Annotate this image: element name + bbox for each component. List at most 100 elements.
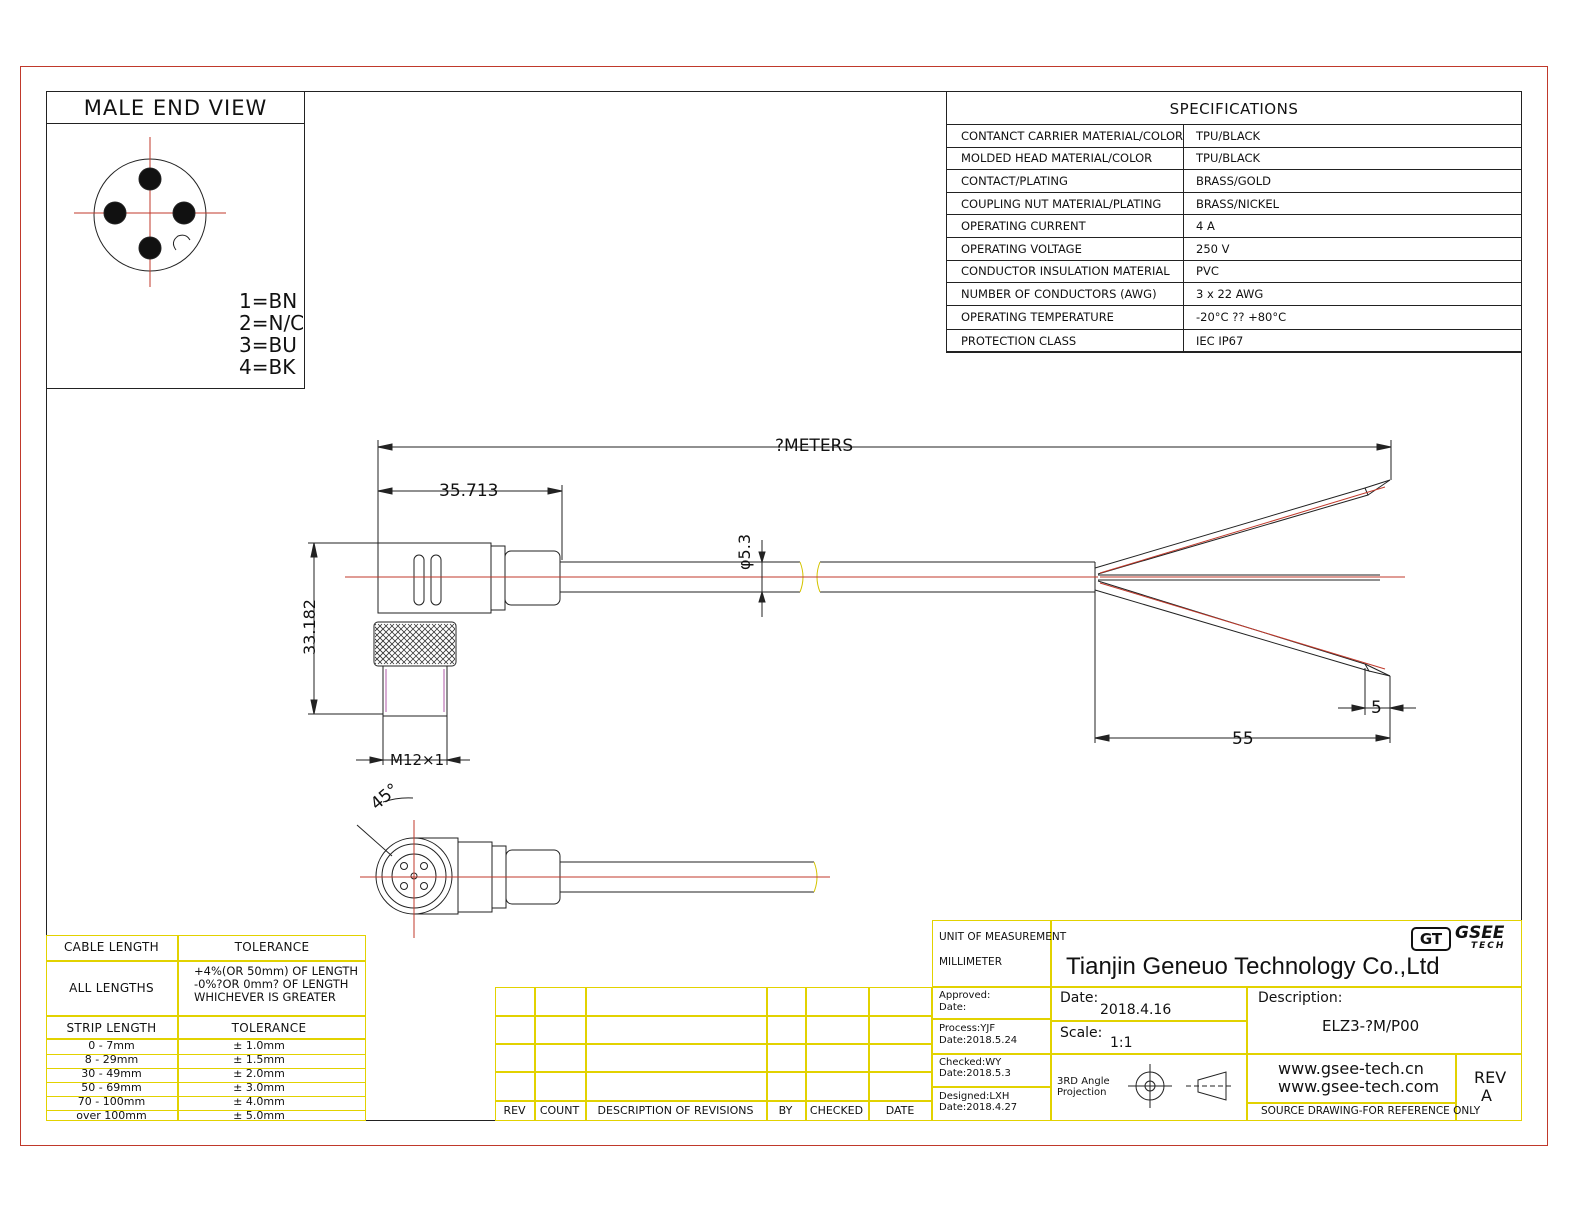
strip-tol: ± 5.0mm: [233, 1109, 285, 1122]
tb-div-v3: [1455, 1053, 1457, 1121]
pin-2: [103, 201, 127, 225]
tolerance-divider-h1: [46, 960, 366, 962]
rev-col-divider: [868, 987, 870, 1121]
cable-length-header: CABLE LENGTH: [64, 940, 159, 954]
rev-col-divider: [585, 987, 587, 1121]
spec-label: COUPLING NUT MATERIAL/PLATING: [945, 191, 1185, 216]
process-date: Date:2018.5.24: [939, 1035, 1018, 1046]
strip-range: 30 - 49mm: [81, 1067, 142, 1080]
knurl-line: [375, 623, 377, 626]
rev-header: COUNT: [539, 1104, 580, 1117]
pin-1: [138, 167, 162, 191]
knurl-line: [431, 640, 455, 665]
date-value: 2018.4.16: [1100, 1002, 1172, 1018]
strip-row-divider: [46, 1082, 366, 1083]
knurl-line: [389, 623, 431, 665]
specifications-title: SPECIFICATIONS: [1169, 100, 1299, 118]
knurl-line: [437, 623, 455, 642]
spec-label: NUMBER OF CONDUCTORS (AWG): [945, 282, 1185, 306]
strip-range: over 100mm: [76, 1109, 147, 1122]
knurl-line: [375, 623, 383, 632]
knurl-line: [375, 623, 395, 644]
all-lengths: ALL LENGTHS: [69, 981, 154, 995]
scale-label: Scale:: [1060, 1025, 1103, 1041]
pin-map-1: 1=BN: [239, 289, 298, 313]
dim-strip-long-label: 55: [1232, 729, 1254, 749]
spec-value: -20°C ?? +80°C: [1183, 304, 1522, 330]
knurl-line: [377, 623, 419, 665]
rev-row-divider: [495, 1043, 932, 1045]
tb-div-h3: [932, 1053, 1522, 1055]
designed-date: Date:2018.4.27: [939, 1102, 1018, 1113]
dim-head-length: [377, 485, 563, 560]
description-label: Description:: [1258, 990, 1343, 1006]
dim-cable-dia: [758, 540, 766, 617]
spec-row: NUMBER OF CONDUCTORS (AWG)3 x 22 AWG: [945, 282, 1522, 306]
knurl-line: [425, 634, 455, 665]
rev-header: CHECKED: [809, 1104, 864, 1117]
company-name: Tianjin Geneuo Technology Co.,Ltd: [1066, 953, 1440, 980]
knurl-line: [375, 623, 401, 650]
connector-end-view: [356, 797, 818, 915]
logo-sub: TECH: [1471, 941, 1506, 951]
dim-strip-long: [1094, 592, 1391, 743]
knurl-line: [437, 646, 455, 665]
tb-div-h6: [1246, 1102, 1456, 1104]
process-label: Process:YJF: [939, 1023, 996, 1034]
cable-body: [560, 561, 1096, 593]
tb-div-h5: [1050, 1020, 1247, 1022]
knurl-line: [375, 623, 413, 662]
approved-date: Date:: [939, 1002, 967, 1013]
pin-4: [138, 236, 162, 260]
checked-date: Date:2018.5.3: [939, 1068, 1011, 1079]
rev-header: DATE: [885, 1104, 915, 1117]
knurl-line: [419, 628, 455, 665]
knurl-line: [407, 623, 449, 665]
knurl-line: [413, 623, 455, 665]
spec-label: CONTACT/PLATING: [945, 169, 1185, 193]
male-end-view-title-rule: [47, 123, 304, 124]
dim-thread-label: M12×1: [390, 751, 445, 769]
all-lengths-tol-3: WHICHEVER IS GREATER: [194, 990, 336, 1004]
knurl-line: [395, 623, 437, 665]
pin-map-4: 4=BK: [239, 355, 296, 379]
spec-label: OPERATING TEMPERATURE: [945, 304, 1185, 330]
spec-label: CONTANCT CARRIER MATERIAL/COLOR: [945, 124, 1185, 148]
strip-row-divider: [46, 1054, 366, 1055]
projection-line-2: Projection: [1057, 1087, 1107, 1098]
drawing-outer-border: [20, 66, 1548, 1146]
strip-range: 50 - 69mm: [81, 1081, 142, 1094]
website-com: www.gsee-tech.com: [1278, 1077, 1440, 1096]
strip-row-divider: [46, 1110, 366, 1111]
strip-range: 8 - 29mm: [84, 1053, 139, 1066]
tolerance-divider-h2: [46, 1015, 366, 1017]
dim-cable-dia-label: φ5.3: [735, 534, 754, 570]
knurl-line: [375, 644, 395, 665]
strip-tol: ± 1.5mm: [233, 1053, 285, 1066]
end-view-centerlines: [360, 820, 830, 938]
key-notch: [172, 234, 191, 251]
tolerance-divider-v: [177, 935, 179, 1121]
company-logo: GT GSEE TECH: [1411, 923, 1515, 953]
stripped-wires: [1094, 479, 1404, 677]
logo-text: GSEE: [1455, 923, 1505, 943]
rev-row-divider: [495, 1015, 932, 1017]
knurl-line: [443, 652, 455, 665]
logo-mark-text: GT: [1419, 930, 1443, 948]
tolerance-table: [46, 935, 366, 1121]
pin-3: [172, 201, 196, 225]
spec-row: OPERATING TEMPERATURE-20°C ?? +80°C: [945, 304, 1522, 330]
tolerance-header: TOLERANCE: [234, 940, 310, 954]
dim-head-height-label: 33.182: [300, 599, 319, 655]
rev-col-divider: [805, 987, 807, 1121]
spec-value: BRASS/NICKEL: [1183, 191, 1522, 216]
strip-range: 0 - 7mm: [88, 1039, 135, 1052]
strip-range: 70 - 100mm: [77, 1095, 146, 1108]
website-cn: www.gsee-tech.cn: [1278, 1059, 1424, 1078]
dim-overall-length-label: ?METERS: [775, 436, 854, 456]
dim-head-height: [308, 542, 383, 715]
